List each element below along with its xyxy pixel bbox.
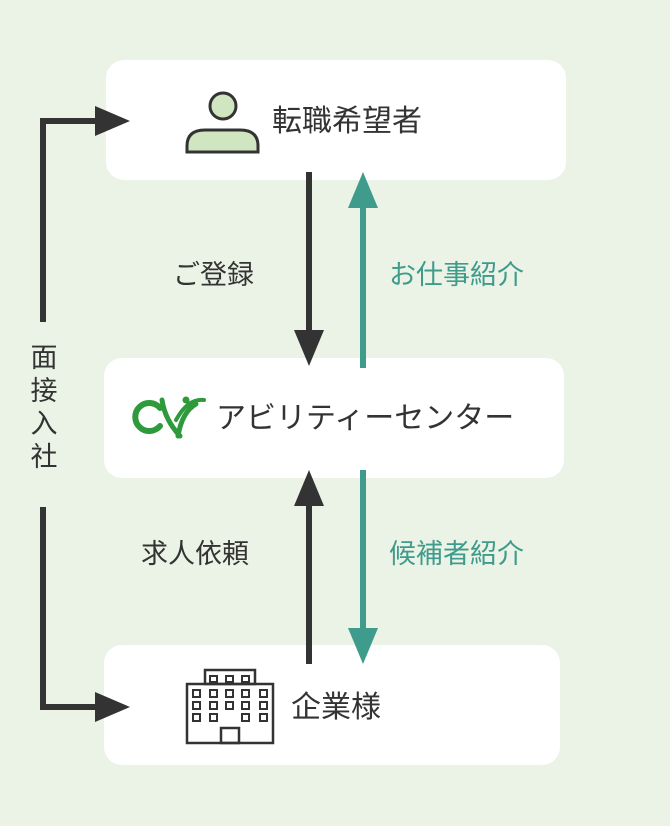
company-label: 企業様: [291, 690, 381, 725]
interview-arrowhead-bottom: [95, 692, 130, 722]
job-request-arrowhead: [294, 470, 324, 506]
interview-arrowhead-top: [95, 106, 130, 136]
registration-arrowhead: [294, 330, 324, 366]
interview-join-char: 接: [30, 376, 58, 407]
interview-join-label: 面 接 入 社: [26, 342, 62, 474]
center-label: アビリティーセンター: [216, 401, 515, 436]
job-introduction-arrowhead: [348, 172, 378, 208]
candidate-introduction-arrowhead: [348, 628, 378, 664]
interview-join-arrow: [40, 118, 100, 710]
seeker-box: [106, 60, 566, 180]
job-request-label: 求人依頼: [141, 539, 249, 570]
interview-join-char: 社: [30, 442, 58, 473]
building-icon: [185, 668, 275, 745]
job-introduction-label: お仕事紹介: [389, 260, 524, 291]
interview-join-char: 入: [30, 409, 58, 440]
center-box: [104, 358, 564, 478]
person-icon: [185, 91, 260, 154]
ability-center-logo: [132, 396, 206, 439]
company-box: [104, 645, 560, 765]
seeker-label: 転職希望者: [272, 104, 422, 139]
interview-join-char: 面: [30, 343, 58, 374]
registration-label: ご登録: [173, 260, 254, 291]
candidate-introduction-label: 候補者紹介: [389, 539, 524, 570]
